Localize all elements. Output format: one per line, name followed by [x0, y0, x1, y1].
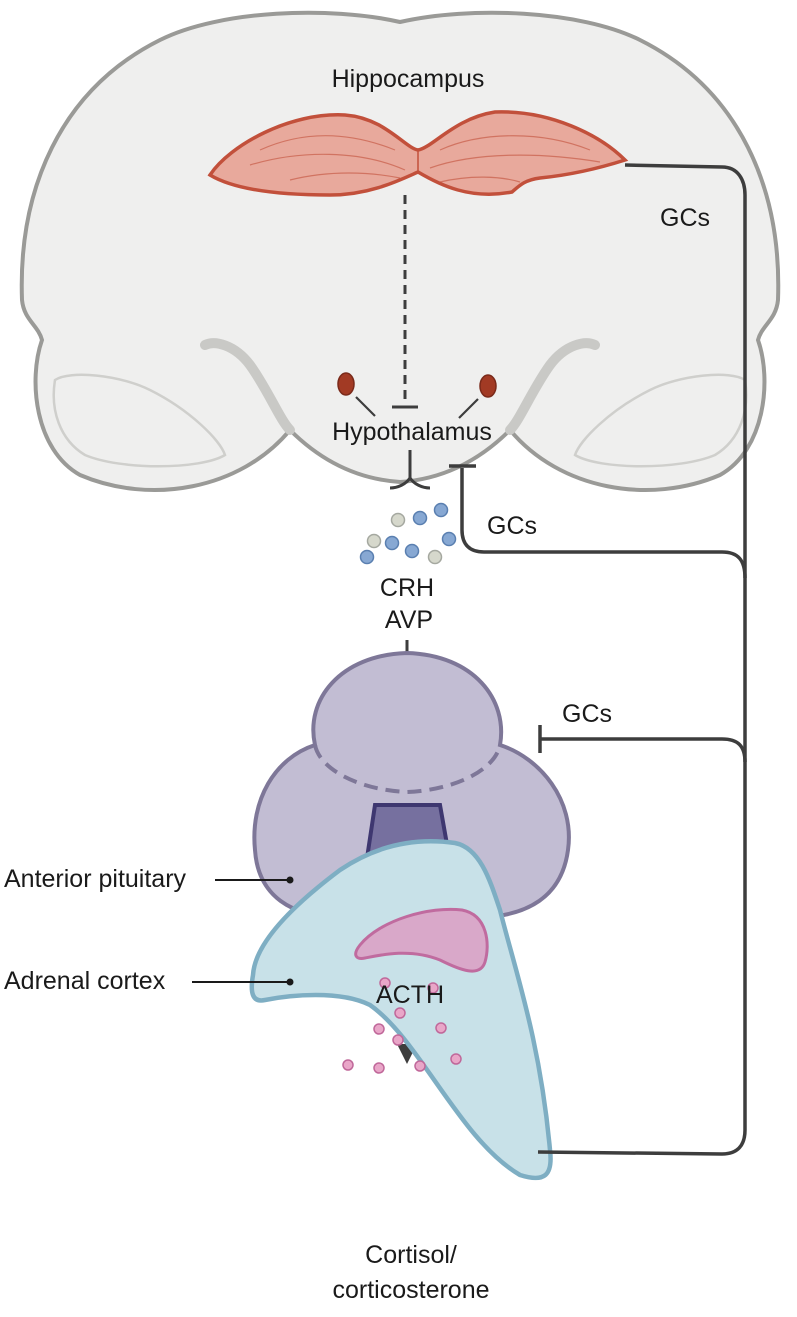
hippocampus-label: Hippocampus: [331, 65, 485, 93]
hypothalamus-nucleus-right: [479, 374, 497, 398]
cortisol-label-line2: corticosterone: [332, 1276, 490, 1304]
gcs-label-pituitary: GCs: [562, 700, 612, 728]
cortisol-molecules: [342, 977, 462, 1074]
hypothalamus-nucleus-left-leader: [355, 396, 376, 417]
hypothalamus-nucleus-left: [337, 372, 355, 396]
gcs-feedback-hypothalamus-line: [460, 468, 747, 579]
brain-outline: [19, 10, 781, 492]
hypothalamus-nucleus-right-leader: [458, 398, 479, 419]
adrenal-cortex-label: Adrenal cortex: [4, 967, 166, 995]
cortisol-label-line1: Cortisol/: [365, 1241, 457, 1269]
anterior-pituitary-label: Anterior pituitary: [4, 865, 187, 893]
brain-right-fold: [505, 338, 600, 435]
hypothalamus-label: Hypothalamus: [332, 418, 492, 446]
crh-label: CRH: [379, 574, 435, 602]
gcs-label-hypothalamus: GCs: [487, 512, 537, 540]
gcs-feedback-pituitary-line: [540, 737, 747, 763]
brain-left-lobe-inner: [52, 373, 227, 468]
brain-right-lobe-inner: [573, 373, 748, 468]
gcs-label-top: GCs: [660, 204, 710, 232]
gcs-feedback-main-line: [537, 163, 747, 1156]
avp-label: AVP: [384, 606, 434, 634]
acth-label: ACTH: [375, 981, 445, 1009]
crh-avp-molecules: [359, 502, 457, 565]
hypothalamus-secretion-terminal: [389, 450, 431, 490]
brain-left-fold: [200, 338, 295, 435]
hippocampus-shape: [207, 110, 629, 197]
